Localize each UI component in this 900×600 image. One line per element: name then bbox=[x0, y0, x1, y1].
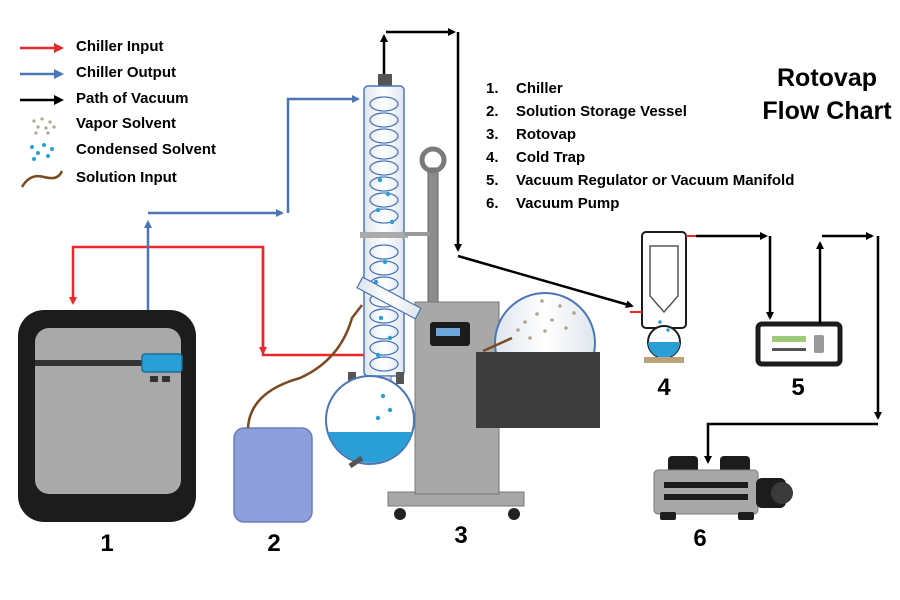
legend-label: Solution Input bbox=[76, 169, 177, 186]
label-chiller-number: 1 bbox=[100, 530, 114, 557]
blue-arrow-icon bbox=[20, 69, 64, 79]
chiller-input-lines bbox=[69, 245, 364, 357]
condensed-drops-icon bbox=[30, 143, 54, 161]
brown-tube-icon bbox=[20, 170, 64, 188]
component-item: 6.Vacuum Pump bbox=[486, 195, 620, 212]
vacuum-regulator bbox=[755, 321, 843, 367]
label-pump-number: 6 bbox=[693, 525, 707, 552]
label-regulator-number: 5 bbox=[791, 374, 805, 401]
component-item: 4.Cold Trap bbox=[486, 149, 586, 166]
component-item: 2.Solution Storage Vessel bbox=[486, 103, 687, 120]
label-cold-trap-number: 4 bbox=[657, 374, 671, 401]
black-arrow-icon bbox=[20, 95, 64, 105]
vacuum-pump bbox=[653, 456, 793, 520]
legend-item-vapor-solvent: Vapor Solvent bbox=[16, 113, 256, 137]
solution-storage-vessel bbox=[233, 427, 313, 523]
title-line-2: Flow Chart bbox=[762, 97, 892, 125]
rotovap bbox=[387, 146, 600, 520]
solution-input-line bbox=[246, 304, 363, 429]
legend-item-condensed-solvent: Condensed Solvent bbox=[16, 139, 256, 163]
label-vessel-number: 2 bbox=[267, 530, 281, 557]
vacuum-path-lines bbox=[380, 28, 882, 464]
label-rotovap-number: 3 bbox=[454, 522, 468, 549]
legend-label: Chiller Input bbox=[76, 38, 164, 55]
red-arrow-icon bbox=[20, 43, 64, 53]
legend-item-chiller-output: Chiller Output bbox=[16, 62, 256, 86]
legend-item-solution-input: Solution Input bbox=[16, 167, 256, 191]
condenser-column bbox=[325, 74, 430, 469]
vapor-dots-icon bbox=[32, 117, 56, 135]
diagram-title: Rotovap Flow Chart bbox=[752, 62, 900, 128]
legend-label: Path of Vacuum bbox=[76, 90, 189, 107]
chiller bbox=[18, 310, 196, 522]
component-item: 5.Vacuum Regulator or Vacuum Manifold bbox=[486, 172, 795, 189]
component-item: 3.Rotovap bbox=[486, 126, 576, 143]
chiller-output-lines bbox=[144, 95, 360, 310]
legend-item-path-of-vacuum: Path of Vacuum bbox=[16, 88, 256, 112]
cold-trap bbox=[630, 231, 696, 363]
component-item: 1.Chiller bbox=[486, 80, 563, 97]
legend-item-chiller-input: Chiller Input bbox=[16, 36, 256, 60]
legend-label: Condensed Solvent bbox=[76, 141, 217, 158]
title-line-1: Rotovap bbox=[777, 64, 877, 92]
legend-label: Chiller Output bbox=[76, 64, 176, 81]
legend-label: Vapor Solvent bbox=[76, 115, 177, 132]
